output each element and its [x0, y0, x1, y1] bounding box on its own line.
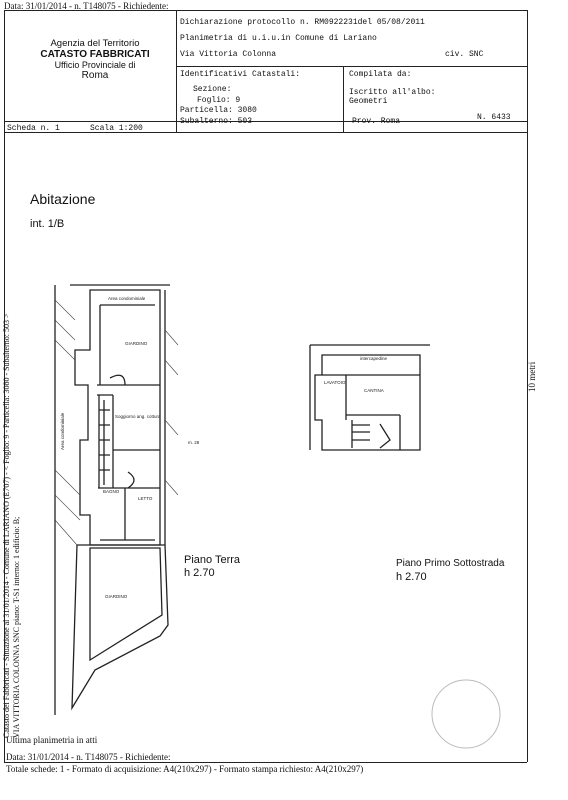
room-h-ext: m. 28 — [188, 440, 200, 445]
header-divider-v2 — [343, 66, 344, 132]
frame-top — [4, 10, 527, 11]
basement-inner-walls — [322, 374, 420, 450]
left-vertical-2: VIA VITTORIA COLONNA SNC piano: T-S1 int… — [12, 516, 21, 738]
room-area-condominiale-v: Area condominiale — [60, 412, 65, 450]
room-area-condominiale: Area condominiale — [108, 296, 146, 301]
top-data-line: Data: 31/01/2014 - n. T148075 - Richiede… — [4, 1, 169, 11]
agency-name: Agenzia del Territorio — [50, 38, 140, 49]
particella: Particella: 3080 — [180, 106, 257, 115]
sezione: Sezione: — [193, 85, 232, 94]
foglio: Foglio: 9 — [197, 96, 241, 105]
plan-title: Abitazione — [30, 191, 96, 207]
iscritto: Iscritto all'albo: — [349, 88, 436, 97]
agency-ufficio: Ufficio Provinciale di — [54, 60, 136, 70]
ground-floor-door-arcs — [109, 374, 135, 489]
compilata-label: Compilata da: — [349, 70, 412, 79]
header-divider-h1 — [176, 66, 527, 67]
subalterno: Subalterno: 503 — [180, 117, 253, 126]
address-line: Via Vittoria Colonna — [180, 50, 277, 59]
planimetria-line: Planimetria di u.i.u.in Comune di Larian… — [180, 34, 377, 43]
agency-catasto: CATASTO FABBRICATI — [40, 49, 150, 60]
frame-left — [4, 10, 5, 762]
room-lavatoio: LAVATOIO — [324, 380, 346, 385]
ultima-planimetria: Ultima planimetria in atti — [6, 735, 98, 745]
agency-city: Roma — [81, 70, 109, 81]
agency-block: Agenzia del Territorio CATASTO FABBRICAT… — [20, 38, 170, 81]
prov: Prov. Roma — [352, 117, 401, 126]
plan-int: int. 1/B — [30, 218, 65, 230]
hatch-lines — [54, 299, 179, 546]
stamp-mark — [431, 679, 501, 749]
frame-right — [527, 10, 528, 762]
room-giardino-1: GIARDINO — [125, 341, 148, 346]
piano-terra-height: h 2.70 — [184, 567, 215, 579]
piano-primo-label: Piano Primo Sottostrada — [396, 558, 505, 569]
side-scale: 10 metri — [527, 361, 537, 392]
basement-outline — [314, 354, 421, 451]
header-divider-h3 — [4, 132, 527, 133]
left-vertical-1: Catasto dei Fabbricati - Situazione al 3… — [2, 313, 11, 738]
ground-floor-stair — [98, 395, 110, 488]
identificativi-label: Identificativi Catastali: — [180, 70, 301, 79]
civ-line: civ. SNC — [445, 50, 484, 59]
header-divider-v — [176, 10, 177, 132]
room-bagno: BAGNO — [103, 489, 120, 494]
frame-bottom — [4, 762, 527, 763]
garden-inner — [89, 547, 163, 662]
numero: N. 6433 — [477, 113, 511, 122]
footer-line-1: Data: 31/01/2014 - n. T148075 - Richiede… — [6, 752, 171, 762]
header-divider-h2 — [4, 121, 527, 122]
room-letto: LETTO — [138, 496, 153, 501]
room-cantina: CANTINA — [364, 388, 384, 393]
footer-line-2: Totale schede: 1 - Formato di acquisizio… — [6, 764, 364, 774]
geometri: Geometri — [349, 97, 388, 106]
scheda: Scheda n. 1 — [7, 124, 60, 133]
garden-outline — [71, 544, 169, 711]
protocol-line: Dichiarazione protocollo n. RM0922231del… — [180, 18, 425, 27]
basement-stair — [351, 420, 391, 449]
piano-terra-label: Piano Terra — [184, 554, 241, 566]
room-soggiorno: Soggiorno ang. cottura — [115, 414, 161, 419]
piano-primo-height: h 2.70 — [396, 571, 427, 583]
scala: Scala 1:200 — [90, 124, 143, 133]
room-intercapedine: intercapedine — [360, 356, 388, 361]
room-giardino-2: GIARDINO — [105, 594, 128, 599]
